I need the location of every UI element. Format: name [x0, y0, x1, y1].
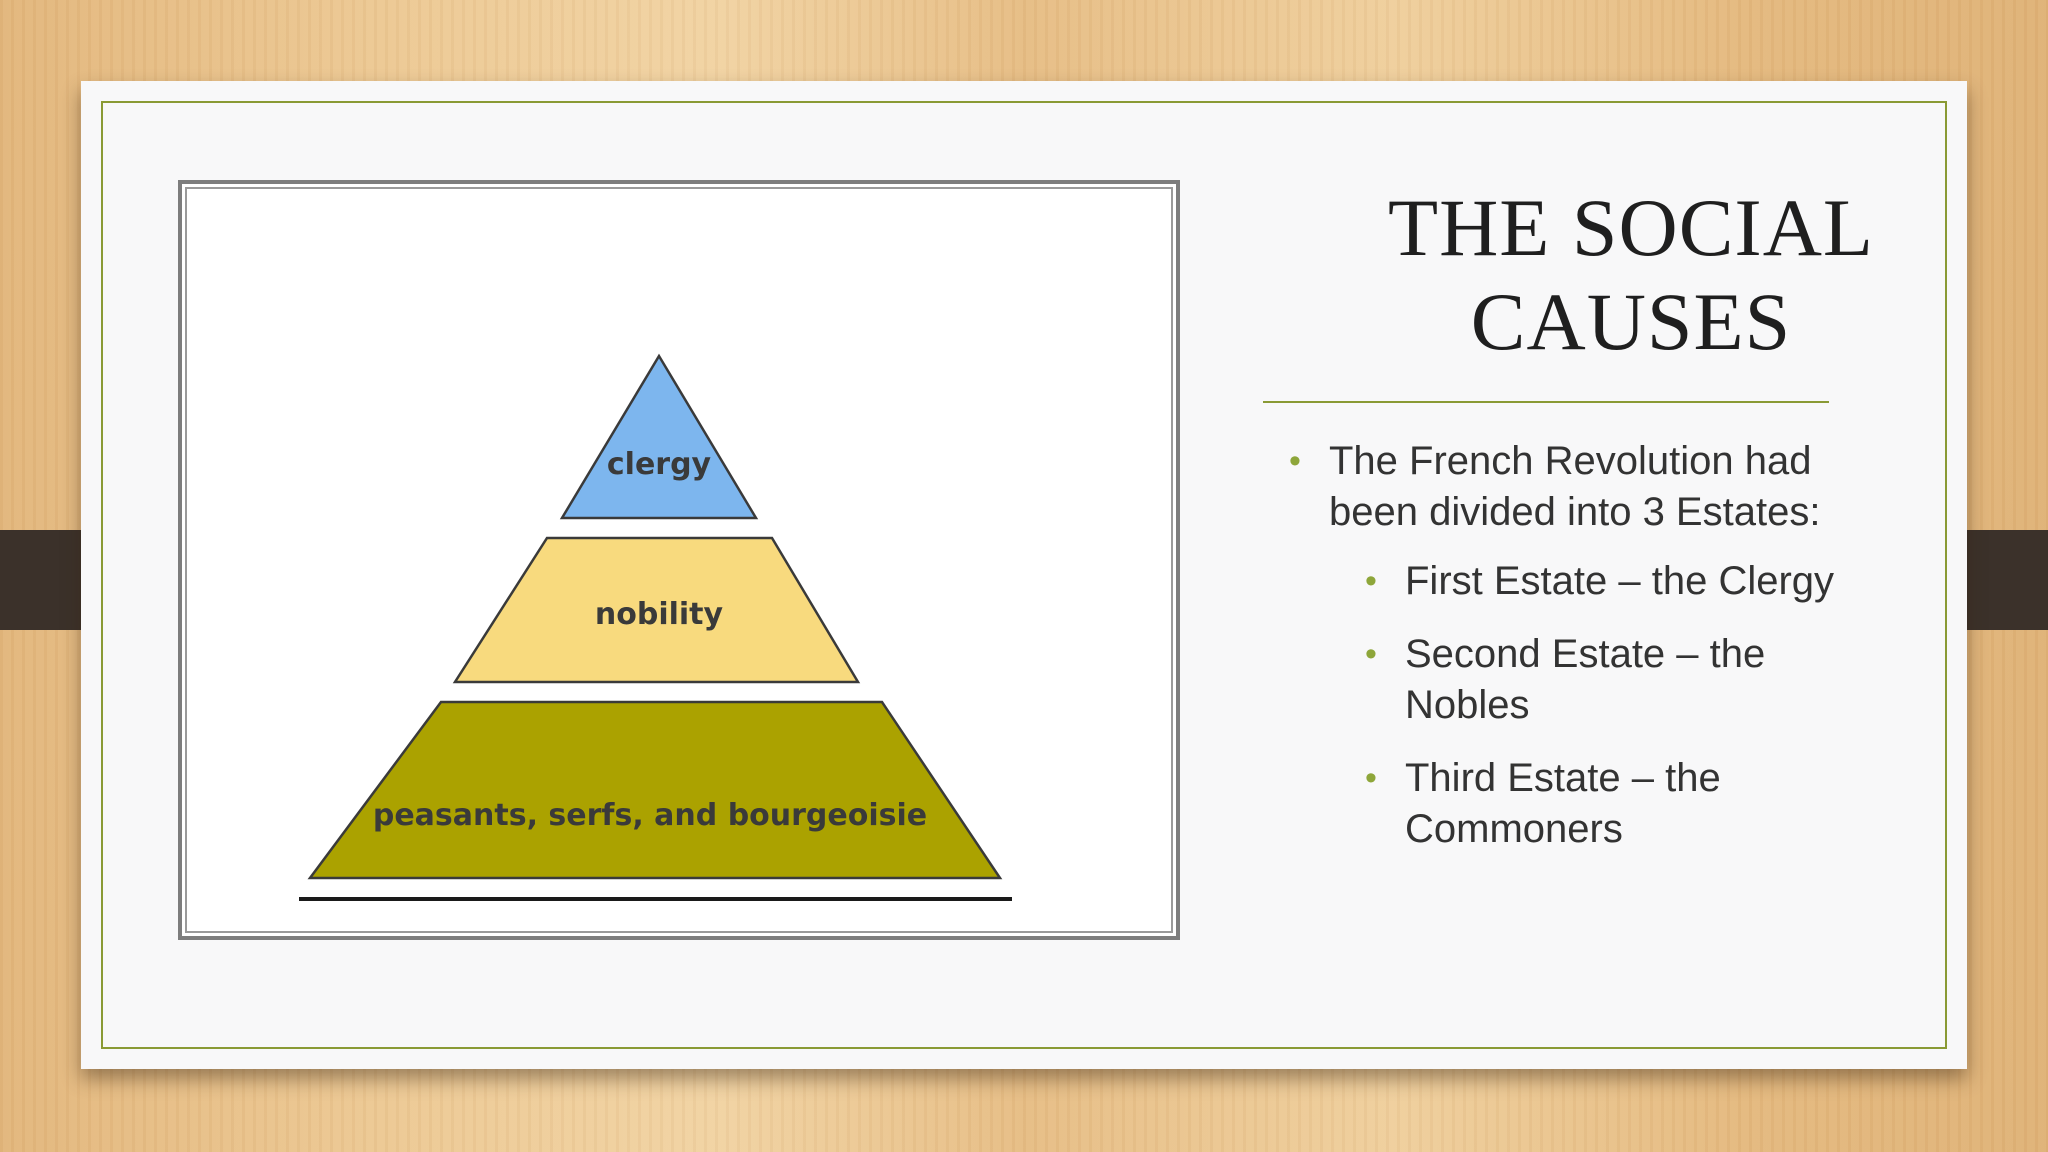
sub-bullet-item: • First Estate – the Clergy: [1359, 556, 1841, 607]
sub-bullet-text: First Estate – the Clergy: [1405, 559, 1835, 603]
tier-clergy-label: clergy: [607, 447, 712, 482]
bullet-dot-icon: •: [1289, 442, 1301, 480]
tier-clergy-shape: [559, 353, 759, 520]
slide-title: THE SOCIAL CAUSES: [1271, 181, 1991, 369]
bullet-dot-icon: •: [1365, 562, 1377, 600]
title-underline: [1263, 401, 1829, 403]
tier-commoners-shape: [307, 700, 1003, 880]
sub-bullet-item: • Second Estate – the Nobles: [1359, 629, 1841, 731]
bullet-text: The French Revolution had been divided i…: [1329, 439, 1821, 534]
bullet-list: • The French Revolution had been divided…: [1281, 436, 1841, 877]
tier-nobility-shape: [452, 536, 861, 684]
sub-bullet-text: Third Estate – the Commoners: [1405, 756, 1721, 851]
title-line-1: THE SOCIAL: [1387, 182, 1875, 273]
bullet-dot-icon: •: [1365, 759, 1377, 797]
sub-bullet-text: Second Estate – the Nobles: [1405, 632, 1766, 727]
sub-bullet-list: • First Estate – the Clergy • Second Est…: [1329, 556, 1841, 855]
slide: clergy nobility peasants, serfs, and bou…: [81, 81, 1967, 1069]
pyramid-picture-frame: clergy nobility peasants, serfs, and bou…: [178, 180, 1180, 940]
estates-pyramid-diagram: clergy nobility peasants, serfs, and bou…: [299, 353, 1012, 901]
title-line-2: CAUSES: [1470, 276, 1792, 367]
slide-border: [101, 101, 1947, 1049]
bullet-dot-icon: •: [1365, 635, 1377, 673]
bullet-item: • The French Revolution had been divided…: [1281, 436, 1841, 855]
sub-bullet-item: • Third Estate – the Commoners: [1359, 753, 1841, 855]
tier-commoners-label: peasants, serfs, and bourgeoisie: [373, 798, 927, 833]
tier-nobility-label: nobility: [595, 597, 724, 632]
